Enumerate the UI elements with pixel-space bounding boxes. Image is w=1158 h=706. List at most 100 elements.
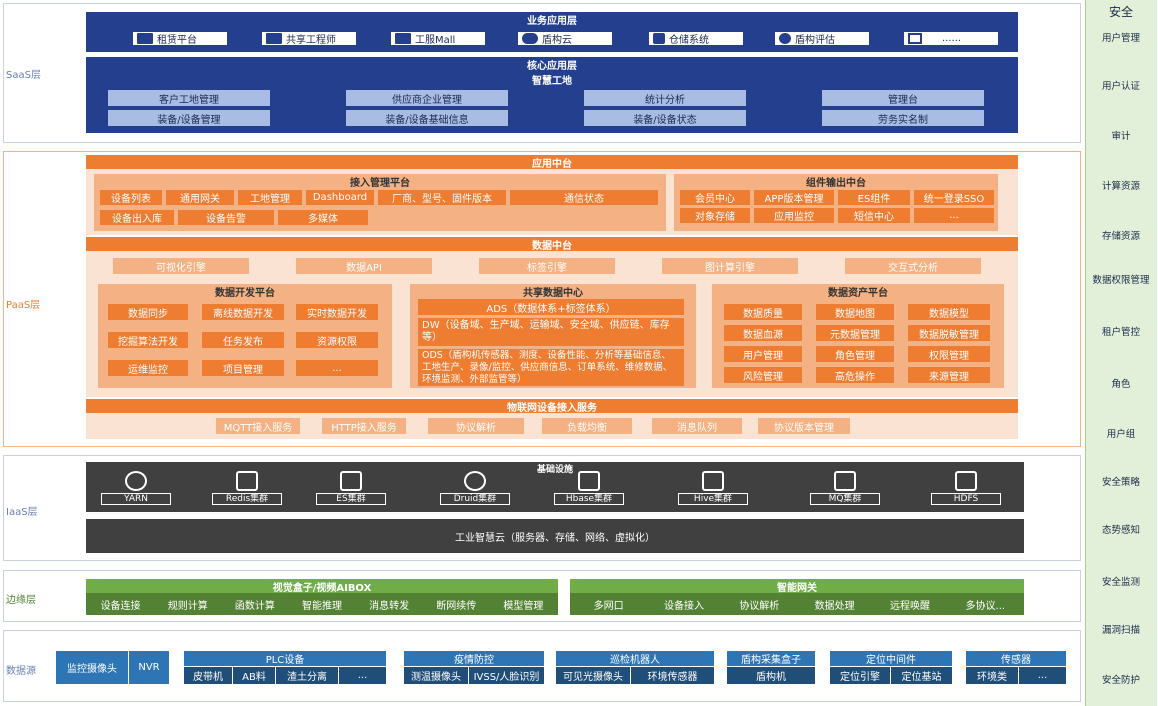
biz-item-mall[interactable]: 工服Mall: [390, 31, 486, 46]
core-item-labor[interactable]: 劳务实名制: [822, 110, 984, 126]
dev-offline[interactable]: 离线数据开发: [202, 304, 284, 320]
security-item[interactable]: 租户管控: [1101, 326, 1140, 338]
ds-locator-engine[interactable]: 定位引擎: [830, 667, 890, 684]
ds-face[interactable]: IVSS/人脸识别: [469, 667, 544, 684]
security-item[interactable]: 用户认证: [1101, 80, 1140, 92]
core-item-equipment-info[interactable]: 装备/设备基础信息: [346, 110, 508, 126]
access-multimedia[interactable]: 多媒体: [278, 210, 368, 225]
security-item[interactable]: 角色: [1111, 378, 1131, 390]
infra-node-hbase[interactable]: Hbase集群: [549, 471, 629, 505]
iot-mqtt[interactable]: MQTT接入服务: [216, 418, 300, 434]
dev-realtime[interactable]: 实时数据开发: [296, 304, 378, 320]
ds-camera[interactable]: 监控摄像头: [56, 651, 128, 684]
dev-mining[interactable]: 挖掘算法开发: [108, 332, 188, 348]
gateway-item[interactable]: 远程唤醒: [889, 600, 930, 612]
aibox-item[interactable]: 规则计算: [167, 600, 208, 612]
security-item[interactable]: 审计: [1111, 130, 1131, 142]
iot-loadbalance[interactable]: 负载均衡: [542, 418, 632, 434]
ds-plc-ab[interactable]: AB料: [233, 667, 275, 684]
engine-api[interactable]: 数据API: [296, 258, 432, 274]
ds-sensor-env[interactable]: 环境类: [966, 667, 1018, 684]
dev-permission[interactable]: 资源权限: [296, 332, 378, 348]
access-site-mgmt[interactable]: 工地管理: [238, 190, 302, 205]
access-device-alarm[interactable]: 设备告警: [178, 210, 274, 225]
ds-temp-camera[interactable]: 测温摄像头: [404, 667, 468, 684]
security-item[interactable]: 计算资源: [1101, 180, 1140, 192]
asset-role[interactable]: 角色管理: [816, 346, 894, 362]
dev-ops[interactable]: 运维监控: [108, 360, 188, 376]
comp-es[interactable]: ES组件: [838, 190, 910, 205]
comp-object-storage[interactable]: 对象存储: [680, 208, 750, 223]
access-vendor[interactable]: 厂商、型号、固件版本: [378, 190, 506, 205]
biz-item-assessment[interactable]: 盾构评估: [774, 31, 870, 46]
ds-env-sensor[interactable]: 环境传感器: [631, 667, 714, 684]
infra-node-yarn[interactable]: YARN: [96, 471, 176, 505]
ds-nvr[interactable]: NVR: [129, 651, 169, 684]
share-ads[interactable]: ADS（数据体系+标签体系）: [418, 299, 684, 315]
engine-interactive[interactable]: 交互式分析: [845, 258, 981, 274]
ds-shield-machine[interactable]: 盾构机: [727, 667, 815, 684]
dev-more[interactable]: ...: [296, 360, 378, 376]
asset-metadata[interactable]: 元数据管理: [816, 325, 894, 341]
aibox-item[interactable]: 断网续传: [436, 600, 477, 612]
biz-item-cloud[interactable]: 盾构云: [517, 31, 613, 46]
comp-member[interactable]: 会员中心: [680, 190, 750, 205]
ds-visible-camera[interactable]: 可见光摄像头: [556, 667, 630, 684]
asset-lineage[interactable]: 数据血源: [724, 325, 802, 341]
engine-visual[interactable]: 可视化引擎: [113, 258, 249, 274]
aibox-item[interactable]: 设备连接: [100, 600, 141, 612]
security-item[interactable]: 安全监测: [1101, 576, 1140, 588]
ds-plc-belt[interactable]: 皮带机: [184, 667, 232, 684]
core-item-console[interactable]: 管理台: [822, 90, 984, 106]
comp-sso[interactable]: 统一登录SSO: [914, 190, 994, 205]
ds-plc-separate[interactable]: 渣土分离: [276, 667, 338, 684]
gateway-item[interactable]: 数据处理: [814, 600, 855, 612]
infra-node-mq[interactable]: MQ集群: [805, 471, 885, 505]
comp-sms[interactable]: 短信中心: [838, 208, 910, 223]
access-comm-status[interactable]: 通信状态: [510, 190, 658, 205]
aibox-item[interactable]: 智能推理: [301, 600, 342, 612]
ds-sensor-more[interactable]: ...: [1019, 667, 1066, 684]
engine-graph[interactable]: 图计算引擎: [662, 258, 798, 274]
asset-source[interactable]: 来源管理: [908, 367, 990, 383]
asset-masking[interactable]: 数据脱敏管理: [908, 325, 990, 341]
gateway-item[interactable]: 设备接入: [663, 600, 704, 612]
biz-item-warehouse[interactable]: 仓储系统: [648, 31, 744, 46]
iot-protocol[interactable]: 协议解析: [428, 418, 524, 434]
biz-item-engineer[interactable]: 共享工程师: [261, 31, 357, 46]
security-item[interactable]: 漏洞扫描: [1101, 624, 1140, 636]
comp-app-monitor[interactable]: 应用监控: [754, 208, 834, 223]
asset-map[interactable]: 数据地图: [816, 304, 894, 320]
infra-node-redis[interactable]: Redis集群: [207, 471, 287, 505]
comp-more[interactable]: ...: [914, 208, 994, 223]
iot-queue[interactable]: 消息队列: [652, 418, 742, 434]
core-item-equipment-status[interactable]: 装备/设备状态: [584, 110, 746, 126]
industrial-cloud[interactable]: 工业智慧云（服务器、存储、网络、虚拟化）: [86, 519, 1024, 553]
security-item[interactable]: 安全策略: [1101, 476, 1140, 488]
infra-node-hdfs[interactable]: HDFS: [926, 471, 1006, 505]
access-dashboard[interactable]: Dashboard: [306, 190, 374, 205]
core-item-supplier[interactable]: 供应商企业管理: [346, 90, 508, 106]
biz-item-more[interactable]: ......: [903, 31, 999, 46]
gateway-item[interactable]: 多协议...: [965, 600, 1006, 612]
asset-quality[interactable]: 数据质量: [724, 304, 802, 320]
share-ods[interactable]: ODS（盾构机传感器、测度、设备性能、分析等基础信息、工地生产、录像/监控、供应…: [418, 349, 684, 386]
infra-node-es[interactable]: ES集群: [311, 471, 391, 505]
asset-permission[interactable]: 权限管理: [908, 346, 990, 362]
core-item-statistics[interactable]: 统计分析: [584, 90, 746, 106]
infra-node-hive[interactable]: Hive集群: [673, 471, 753, 505]
dev-sync[interactable]: 数据同步: [108, 304, 188, 320]
gateway-item[interactable]: 协议解析: [739, 600, 780, 612]
security-item[interactable]: 态势感知: [1101, 524, 1140, 536]
share-dw[interactable]: DW（设备域、生产域、运输域、安全域、供应链、库存等）: [418, 318, 684, 346]
engine-tag[interactable]: 标签引擎: [479, 258, 615, 274]
access-device-list[interactable]: 设备列表: [100, 190, 162, 205]
aibox-item[interactable]: 模型管理: [503, 600, 544, 612]
security-item[interactable]: 安全防护: [1101, 674, 1140, 686]
gateway-item[interactable]: 多网口: [593, 600, 624, 612]
access-device-inout[interactable]: 设备出入库: [100, 210, 174, 225]
dev-publish[interactable]: 任务发布: [202, 332, 284, 348]
security-item[interactable]: 用户组: [1106, 428, 1136, 440]
asset-user[interactable]: 用户管理: [724, 346, 802, 362]
aibox-item[interactable]: 函数计算: [234, 600, 275, 612]
